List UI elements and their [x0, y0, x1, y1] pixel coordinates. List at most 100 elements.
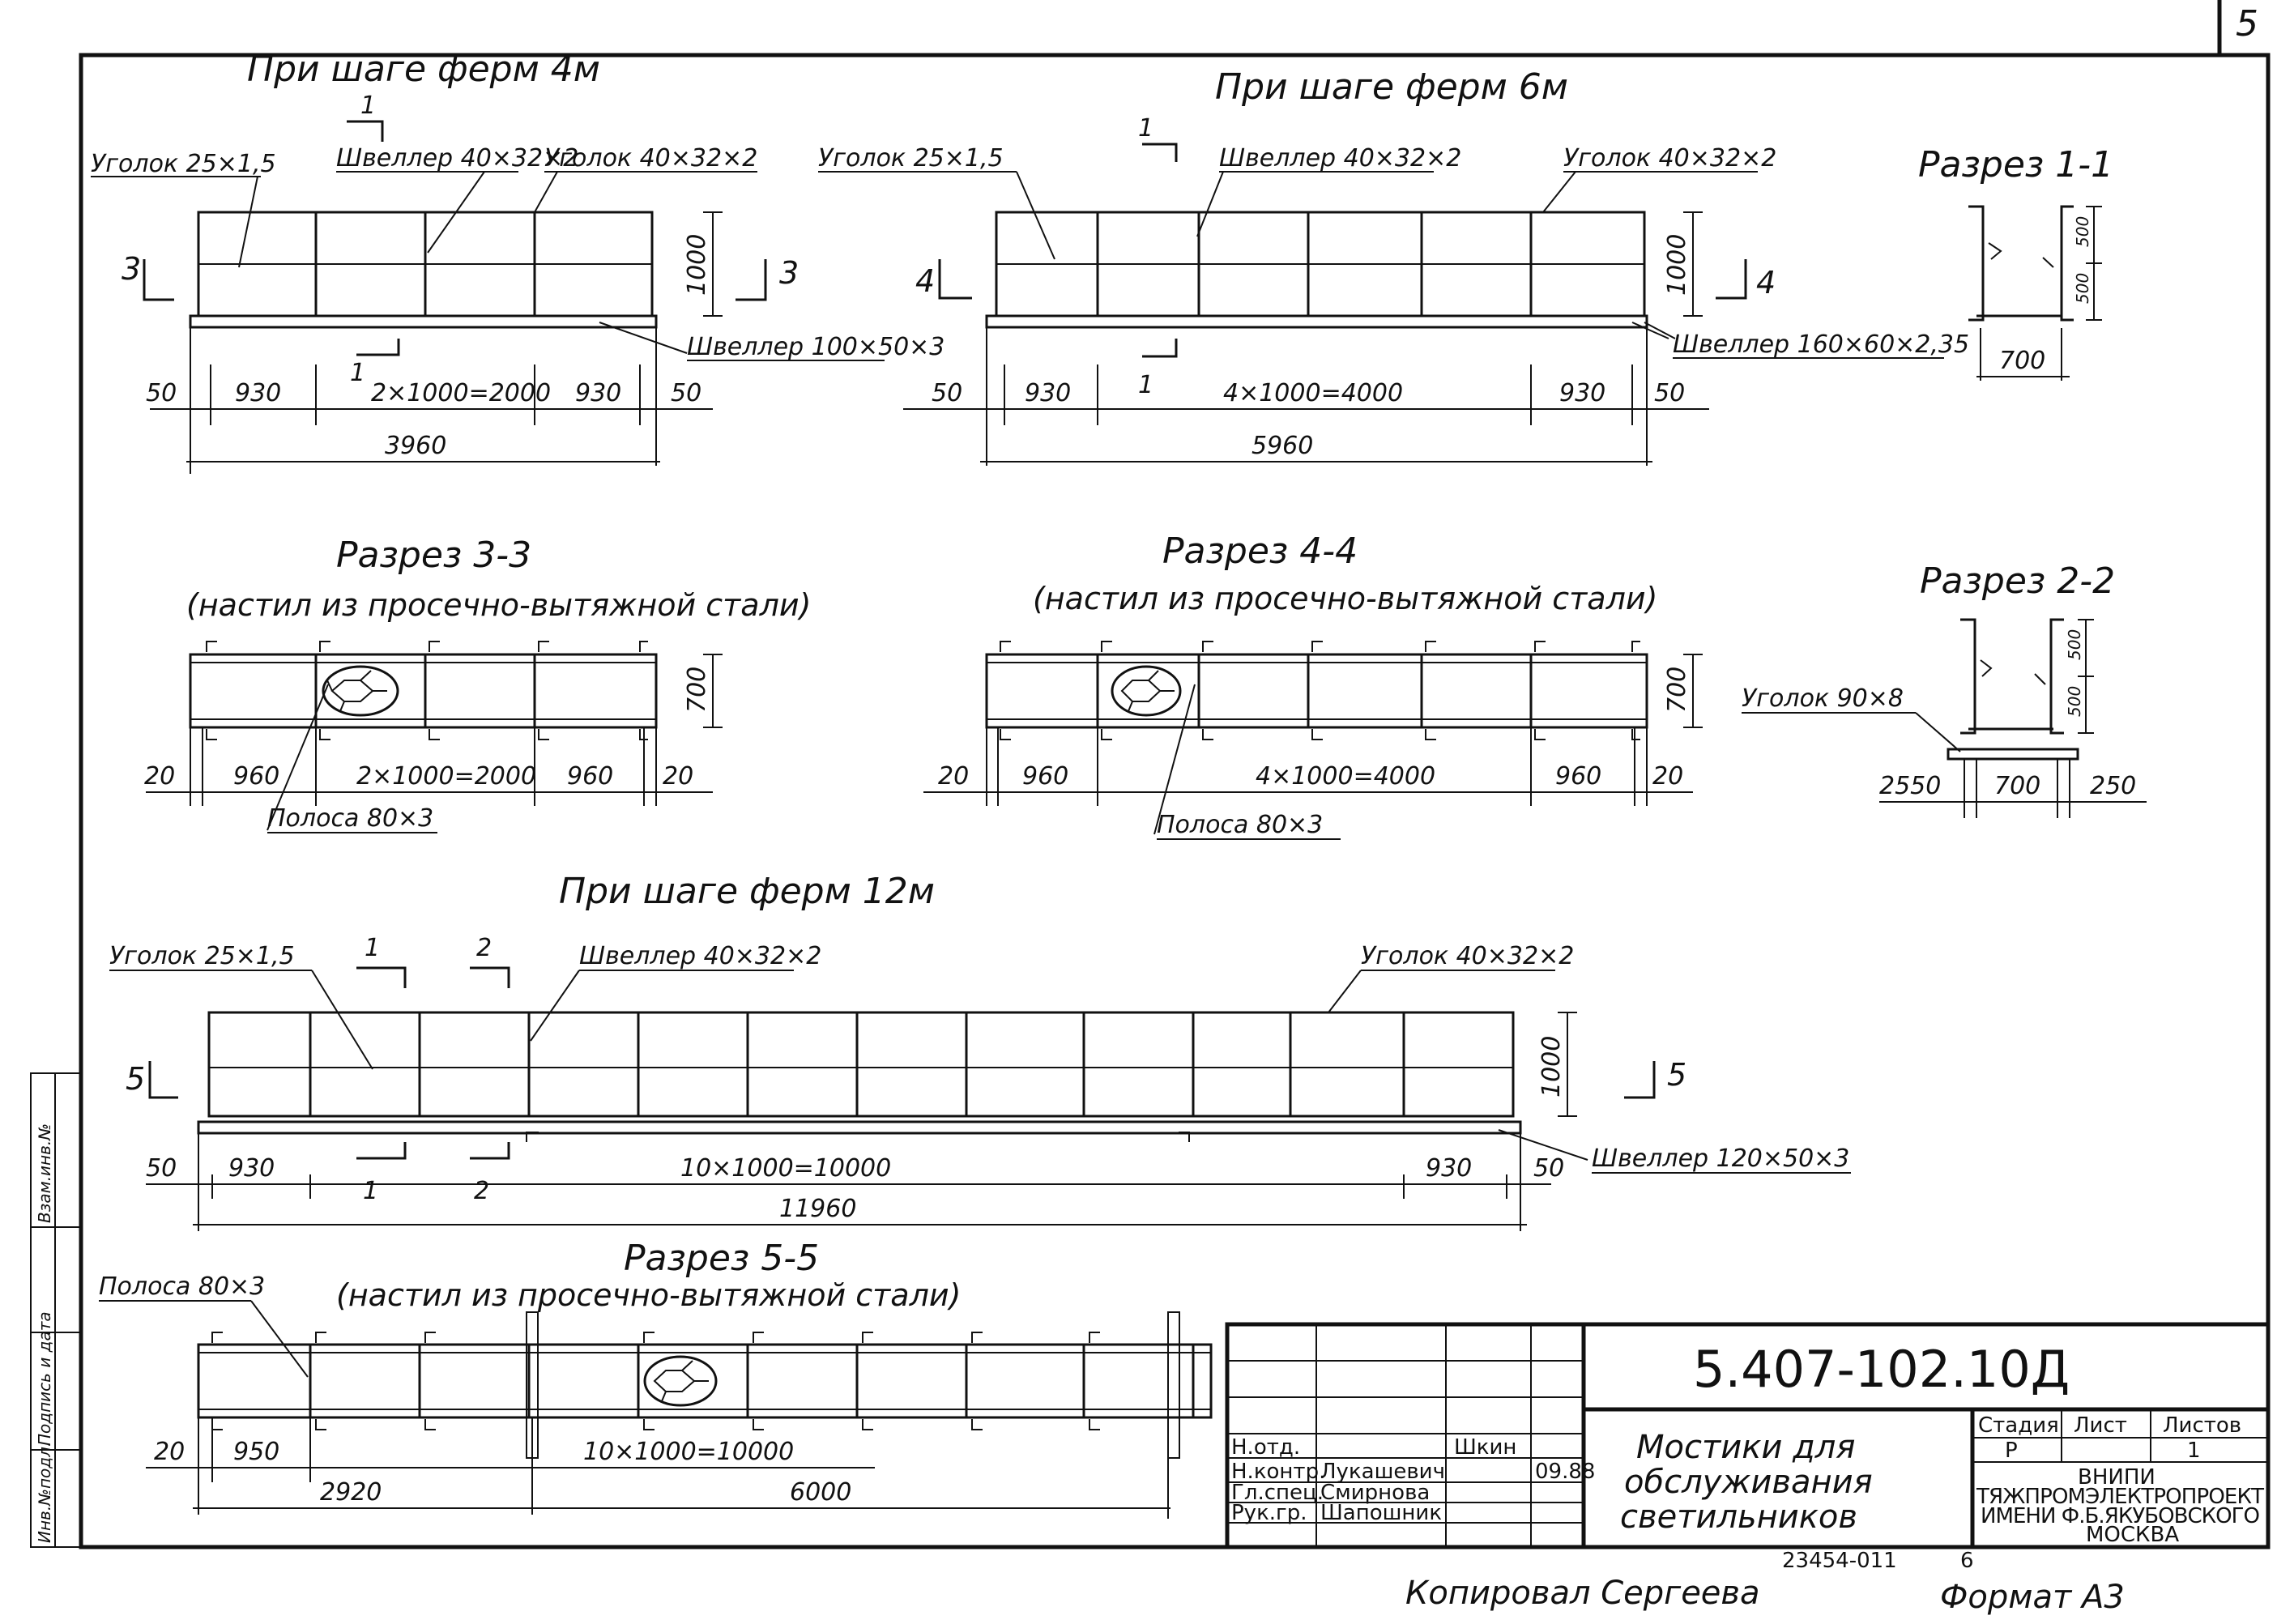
grating-symbol	[1111, 665, 1182, 717]
svg-text:1: 1	[363, 1177, 378, 1205]
section-3-3-polosa: Полоса 80×3	[267, 804, 433, 833]
svg-text:50: 50	[1654, 379, 1685, 407]
svg-text:50: 50	[146, 1154, 177, 1183]
person-3: Смирнова	[1320, 1481, 1430, 1505]
svg-text:20: 20	[938, 762, 969, 791]
plan-4m-ugolok-right: Уголок 40×32×2	[544, 144, 757, 173]
section-2-2-ugolok: Уголок 90×8	[1742, 684, 1904, 713]
org-line-4: МОСКВА	[2086, 1523, 2179, 1547]
section-5-5-subtitle: (настил из просечно-вытяжной стали)	[336, 1277, 961, 1313]
plan-4m: При шаге ферм 4м 1 Уголок 25×1,5 Швеллер…	[91, 49, 944, 474]
svg-text:2×1000=2000: 2×1000=2000	[371, 379, 551, 407]
svg-text:3960: 3960	[385, 432, 446, 460]
section-2-2-title: Разрез 2-2	[1920, 561, 2115, 602]
side-stamp-zam: Взам.инв.№	[35, 1123, 54, 1223]
section-5-5-title: Разрез 5-5	[624, 1238, 819, 1279]
svg-text:500: 500	[2065, 629, 2084, 660]
copied-by: Копировал Сергеева	[1405, 1575, 1760, 1612]
svg-text:50: 50	[932, 379, 962, 407]
sheet-label: Лист	[2074, 1413, 2127, 1438]
svg-text:500: 500	[2065, 686, 2084, 717]
svg-text:3: 3	[122, 251, 141, 287]
svg-text:960: 960	[1555, 762, 1601, 791]
plan-4m-title: При шаге ферм 4м	[247, 49, 600, 90]
org-line-1: ВНИПИ	[2078, 1465, 2155, 1490]
svg-text:4×1000=4000: 4×1000=4000	[1223, 379, 1403, 407]
svg-text:20: 20	[663, 762, 693, 791]
svg-text:5: 5	[126, 1061, 145, 1097]
svg-text:930: 930	[1559, 379, 1605, 407]
sheet-value: 1	[2187, 1439, 2201, 1463]
svg-text:930: 930	[575, 379, 621, 407]
svg-text:930: 930	[228, 1154, 275, 1183]
svg-text:960: 960	[567, 762, 613, 791]
plan-12m-shveller-bottom: Швеллер 120×50×3	[1592, 1144, 1849, 1173]
section-1-1-title: Разрез 1-1	[1918, 144, 2113, 185]
plan-6m-shveller-top: Швеллер 40×32×2	[1219, 144, 1461, 173]
svg-text:6000: 6000	[790, 1478, 851, 1507]
svg-text:1: 1	[1138, 371, 1153, 399]
stage-value: Р	[2005, 1439, 2018, 1463]
section-3-3: Разрез 3-3 (настил из просечно-вытяжной …	[144, 535, 811, 833]
svg-text:500: 500	[2073, 216, 2092, 247]
section-5-5: Разрез 5-5 (настил из просечно-вытяжной …	[99, 1238, 1213, 1519]
plan-12m-ugolok-right: Уголок 40×32×2	[1361, 942, 1574, 970]
plan-12m: При шаге ферм 12м 1 2 Уголок 25×1,5 Швел…	[109, 871, 1851, 1231]
grating-symbol	[643, 1355, 718, 1407]
svg-text:5960: 5960	[1251, 432, 1313, 460]
section-4-4: Разрез 4-4 (настил из просечно-вытяжной …	[923, 531, 1703, 840]
org-line-2: ТЯЖПРОМЭЛЕКТРОПРОЕКТ	[1976, 1485, 2264, 1509]
svg-text:10×1000=10000: 10×1000=10000	[680, 1154, 891, 1183]
role-4: Рук.гр.	[1231, 1501, 1307, 1525]
svg-text:700: 700	[1999, 347, 2045, 375]
section-4-4-title: Разрез 4-4	[1162, 531, 1358, 572]
svg-text:20: 20	[154, 1438, 185, 1466]
role-1: Н.отд.	[1231, 1435, 1300, 1460]
sheets-label: Листов	[2163, 1413, 2241, 1438]
section-3-3-title: Разрез 3-3	[336, 535, 531, 576]
svg-text:930: 930	[235, 379, 281, 407]
document-code: 5.407-102.10Д	[1693, 1340, 2070, 1399]
role-2: Н.контр.	[1231, 1460, 1325, 1484]
section-5-5-polosa: Полоса 80×3	[99, 1272, 265, 1301]
side-stamp-inv: Инв.№подл.	[35, 1442, 54, 1543]
plan-4m-shveller-top: Швеллер 40×32×2	[336, 144, 578, 173]
order-sub: 6	[1960, 1549, 1974, 1573]
svg-text:960: 960	[1022, 762, 1068, 791]
svg-text:50: 50	[671, 379, 701, 407]
person-2: Лукашевич	[1320, 1460, 1445, 1484]
svg-text:2550: 2550	[1879, 772, 1941, 800]
svg-text:3: 3	[779, 255, 799, 291]
drawing-name-1: Мостики для	[1636, 1429, 1855, 1466]
section-1-1: Разрез 1-1 700 500 500	[1918, 144, 2113, 381]
svg-text:5: 5	[1667, 1057, 1686, 1093]
svg-text:50: 50	[146, 379, 177, 407]
svg-text:960: 960	[233, 762, 279, 791]
svg-text:11960: 11960	[779, 1195, 856, 1223]
svg-text:2: 2	[476, 934, 492, 962]
plan-12m-ugolok-left: Уголок 25×1,5	[109, 942, 295, 970]
section-4-4-subtitle: (настил из просечно-вытяжной стали)	[1033, 581, 1657, 616]
date: 09.88	[1535, 1460, 1595, 1484]
svg-text:1: 1	[365, 934, 380, 962]
svg-text:1: 1	[350, 359, 365, 387]
plan-6m-ugolok-right: Уголок 40×32×2	[1563, 144, 1776, 173]
svg-text:700: 700	[1663, 667, 1691, 713]
plan-6m: При шаге ферм 6м 1 Уголок 25×1,5 Швеллер…	[818, 66, 1969, 466]
svg-text:1000: 1000	[1537, 1036, 1566, 1098]
svg-text:20: 20	[144, 762, 175, 791]
role-3: Гл.спец.	[1231, 1481, 1324, 1505]
svg-text:500: 500	[2073, 273, 2092, 304]
svg-text:4×1000=4000: 4×1000=4000	[1256, 762, 1435, 791]
svg-text:2: 2	[474, 1177, 489, 1205]
format: Формат А3	[1940, 1579, 2125, 1616]
svg-text:930: 930	[1025, 379, 1071, 407]
plan-12m-title: При шаге ферм 12м	[559, 871, 935, 912]
plan-6m-title: При шаге ферм 6м	[1215, 66, 1568, 108]
sheet-number: 5	[2236, 3, 2258, 45]
footer: Копировал Сергеева 23454-011 6 Формат А3	[1405, 1549, 2125, 1616]
org-line-3: ИМЕНИ Ф.Б.ЯКУБОВСКОГО	[1981, 1504, 2260, 1528]
svg-text:10×1000=10000: 10×1000=10000	[583, 1438, 794, 1466]
order-number: 23454-011	[1782, 1549, 1897, 1573]
drawing-name-3: светильников	[1620, 1498, 1857, 1536]
